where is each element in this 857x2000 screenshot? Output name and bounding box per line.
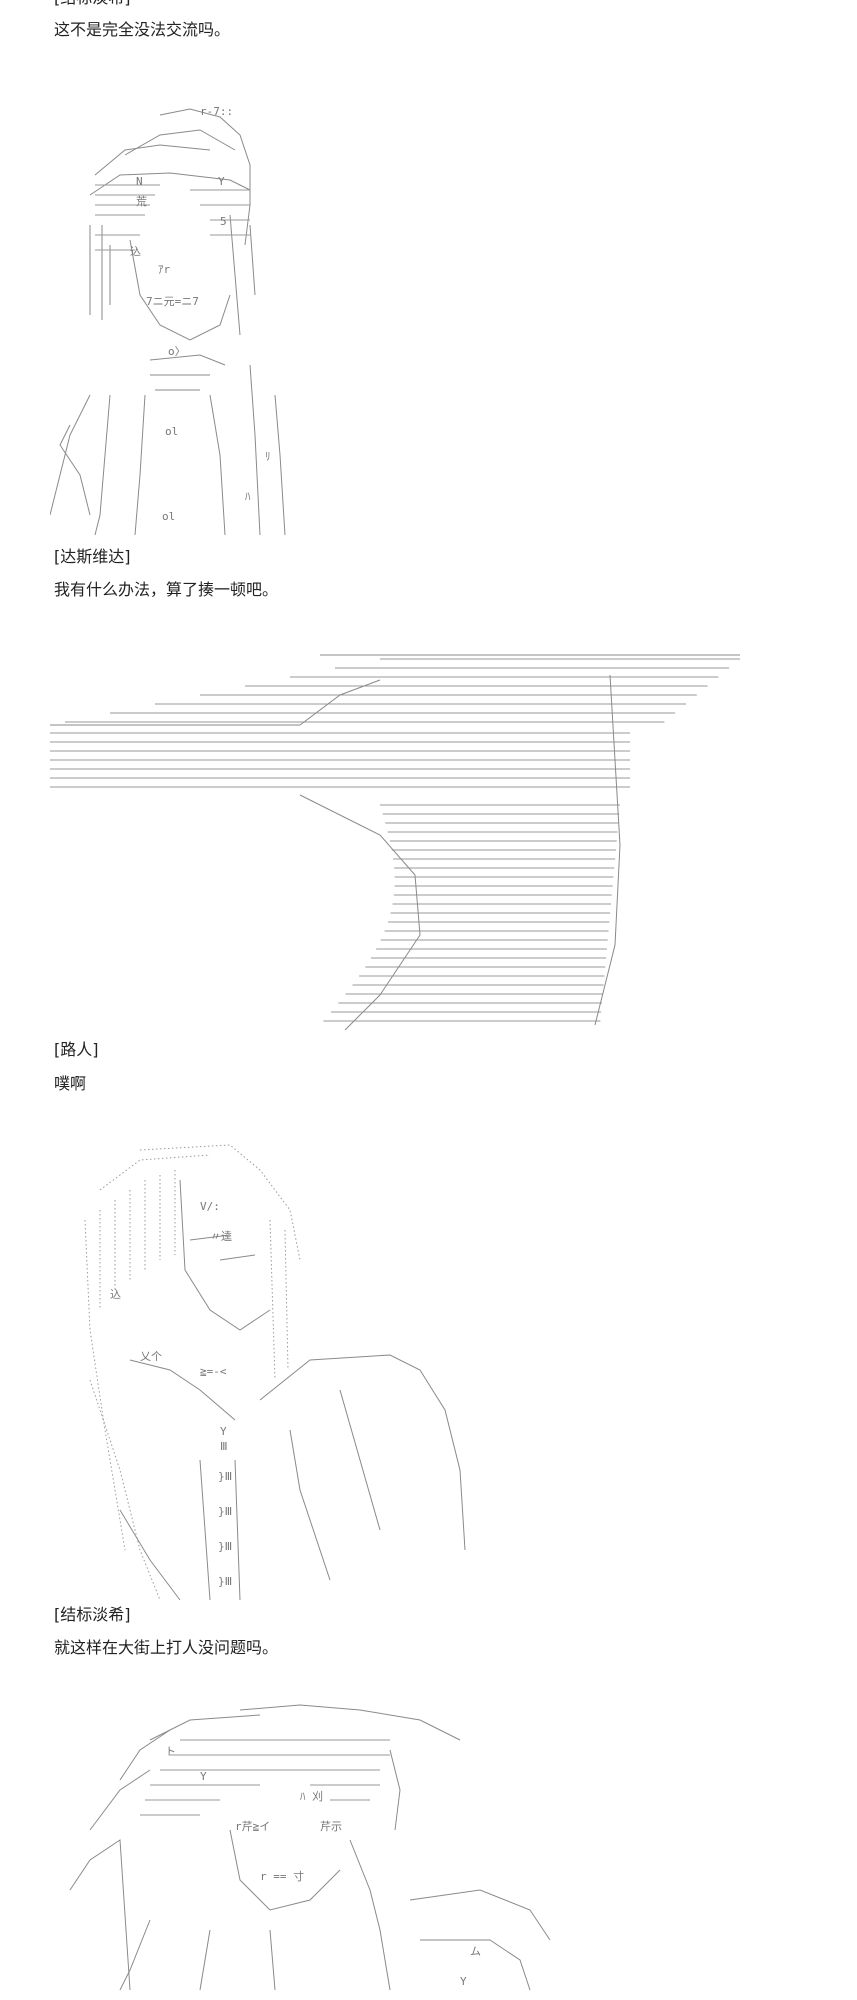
svg-text:}Ⅲ: }Ⅲ (218, 1540, 232, 1553)
svg-text:}Ⅲ: }Ⅲ (218, 1470, 232, 1483)
dialogue-line: 这不是完全没法交流吗。 (54, 20, 231, 39)
svg-text:込: 込 (130, 245, 141, 258)
ascii-art-passerby: V/: 〃逵 込 乂个 ≧=-< Y Ⅲ }Ⅲ }Ⅲ }Ⅲ }Ⅲ (84, 1144, 466, 1601)
svg-text:Ⅲ: Ⅲ (220, 1440, 228, 1453)
body-outline (50, 364, 286, 535)
svg-text:Y: Y (218, 175, 225, 188)
svg-text:荒: 荒 (136, 195, 147, 208)
svg-text:ｱr: ｱr (158, 263, 170, 276)
svg-text:r芹≧イ: r芹≧イ (235, 1820, 270, 1833)
svg-text:Y: Y (220, 1425, 227, 1438)
speaker-label: [结标淡希] (54, 0, 131, 8)
svg-text:Y: Y (460, 1975, 467, 1988)
svg-text:込: 込 (110, 1288, 121, 1301)
svg-text:r-7::: r-7:: (200, 105, 233, 118)
hair-outline (69, 1704, 461, 1991)
body-outline (119, 1829, 551, 1991)
hatched-silhouette (50, 658, 740, 1022)
svg-text:乂个: 乂个 (140, 1350, 162, 1363)
speaker-label: [达斯维达] (54, 547, 131, 566)
silhouette-right-edge (594, 674, 621, 1026)
face-and-body (119, 1179, 466, 1601)
svg-text:ム: ム (470, 1945, 481, 1958)
dialogue-line: 我有什么办法，算了揍一顿吧。 (54, 580, 279, 599)
silhouette-cutout (299, 794, 421, 1031)
silhouette-left-edge (50, 679, 381, 726)
svg-text:r == 寸: r == 寸 (260, 1869, 304, 1883)
svg-text:ol: ol (165, 425, 178, 438)
svg-text:ﾘ: ﾘ (265, 450, 271, 463)
dialogue-line: 噗啊 (54, 1074, 87, 1093)
hair-outline (89, 108, 256, 336)
dotted-hair (84, 1144, 301, 1601)
svg-text:〃逵: 〃逵 (210, 1230, 232, 1243)
svg-text:ﾊ: ﾊ (245, 490, 251, 503)
svg-text:N: N (136, 175, 143, 188)
ascii-art-figure: r-7:: N Y 荒 5 込 ｱr 7ニ元=ニ7 o〉 ol ol ﾘ ﾊ (50, 105, 286, 535)
svg-text:}Ⅲ: }Ⅲ (218, 1575, 232, 1588)
svg-text:o〉: o〉 (168, 345, 186, 358)
face-outline (129, 239, 231, 391)
svg-text:7ニ元=ニ7: 7ニ元=ニ7 (146, 295, 199, 308)
dialogue-line: 就这样在大街上打人没问题吗。 (54, 1638, 279, 1657)
svg-text:≧=-<: ≧=-< (200, 1365, 227, 1378)
svg-text:ol: ol (162, 510, 175, 523)
svg-text:ﾊ 刈: ﾊ 刈 (300, 1790, 323, 1803)
svg-text:Y: Y (200, 1770, 207, 1783)
ascii-text-fragments: r-7:: N Y 荒 5 込 ｱr 7ニ元=ニ7 o〉 ol ol ﾘ ﾊ (130, 105, 271, 523)
svg-text:ト: ト (165, 1745, 176, 1758)
ascii-text-fragments: ト Y ﾊ 刈 r芹≧イ 芹示 r == 寸 ム Y (165, 1745, 481, 1988)
ascii-art-silhouette (50, 654, 740, 1031)
speaker-label: [结标淡希] (54, 1605, 131, 1624)
svg-text:芹示: 芹示 (320, 1820, 342, 1833)
svg-text:5: 5 (220, 215, 227, 228)
ascii-art-figure-bottom: ト Y ﾊ 刈 r芹≧イ 芹示 r == 寸 ム Y (69, 1704, 551, 1991)
svg-text:}Ⅲ: }Ⅲ (218, 1505, 232, 1518)
speaker-label: [路人] (54, 1040, 99, 1059)
svg-text:V/:: V/: (200, 1200, 220, 1213)
ascii-text-fragments: V/: 〃逵 込 乂个 ≧=-< Y Ⅲ }Ⅲ }Ⅲ }Ⅲ }Ⅲ (110, 1200, 232, 1588)
